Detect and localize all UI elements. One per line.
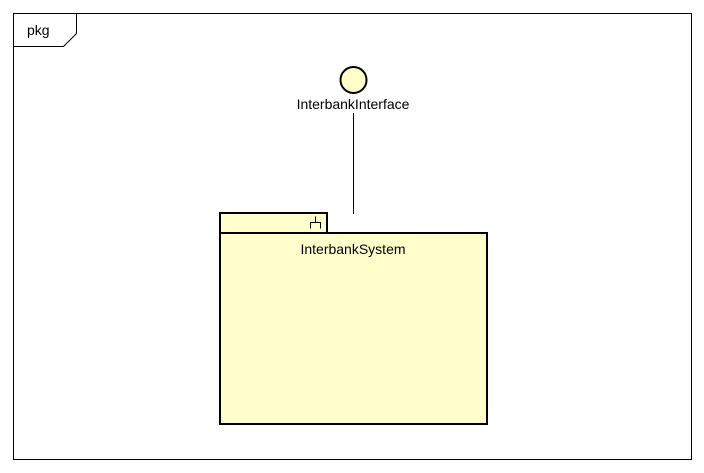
package-body[interactable] <box>219 232 488 425</box>
package-name-label: InterbankSystem <box>300 241 406 257</box>
component-fork-icon <box>310 216 321 229</box>
frame-label-tab <box>13 13 77 47</box>
frame-label: pkg <box>27 22 50 38</box>
interface-name-label: InterbankInterface <box>296 96 410 112</box>
interface-circle-icon[interactable] <box>339 66 368 94</box>
